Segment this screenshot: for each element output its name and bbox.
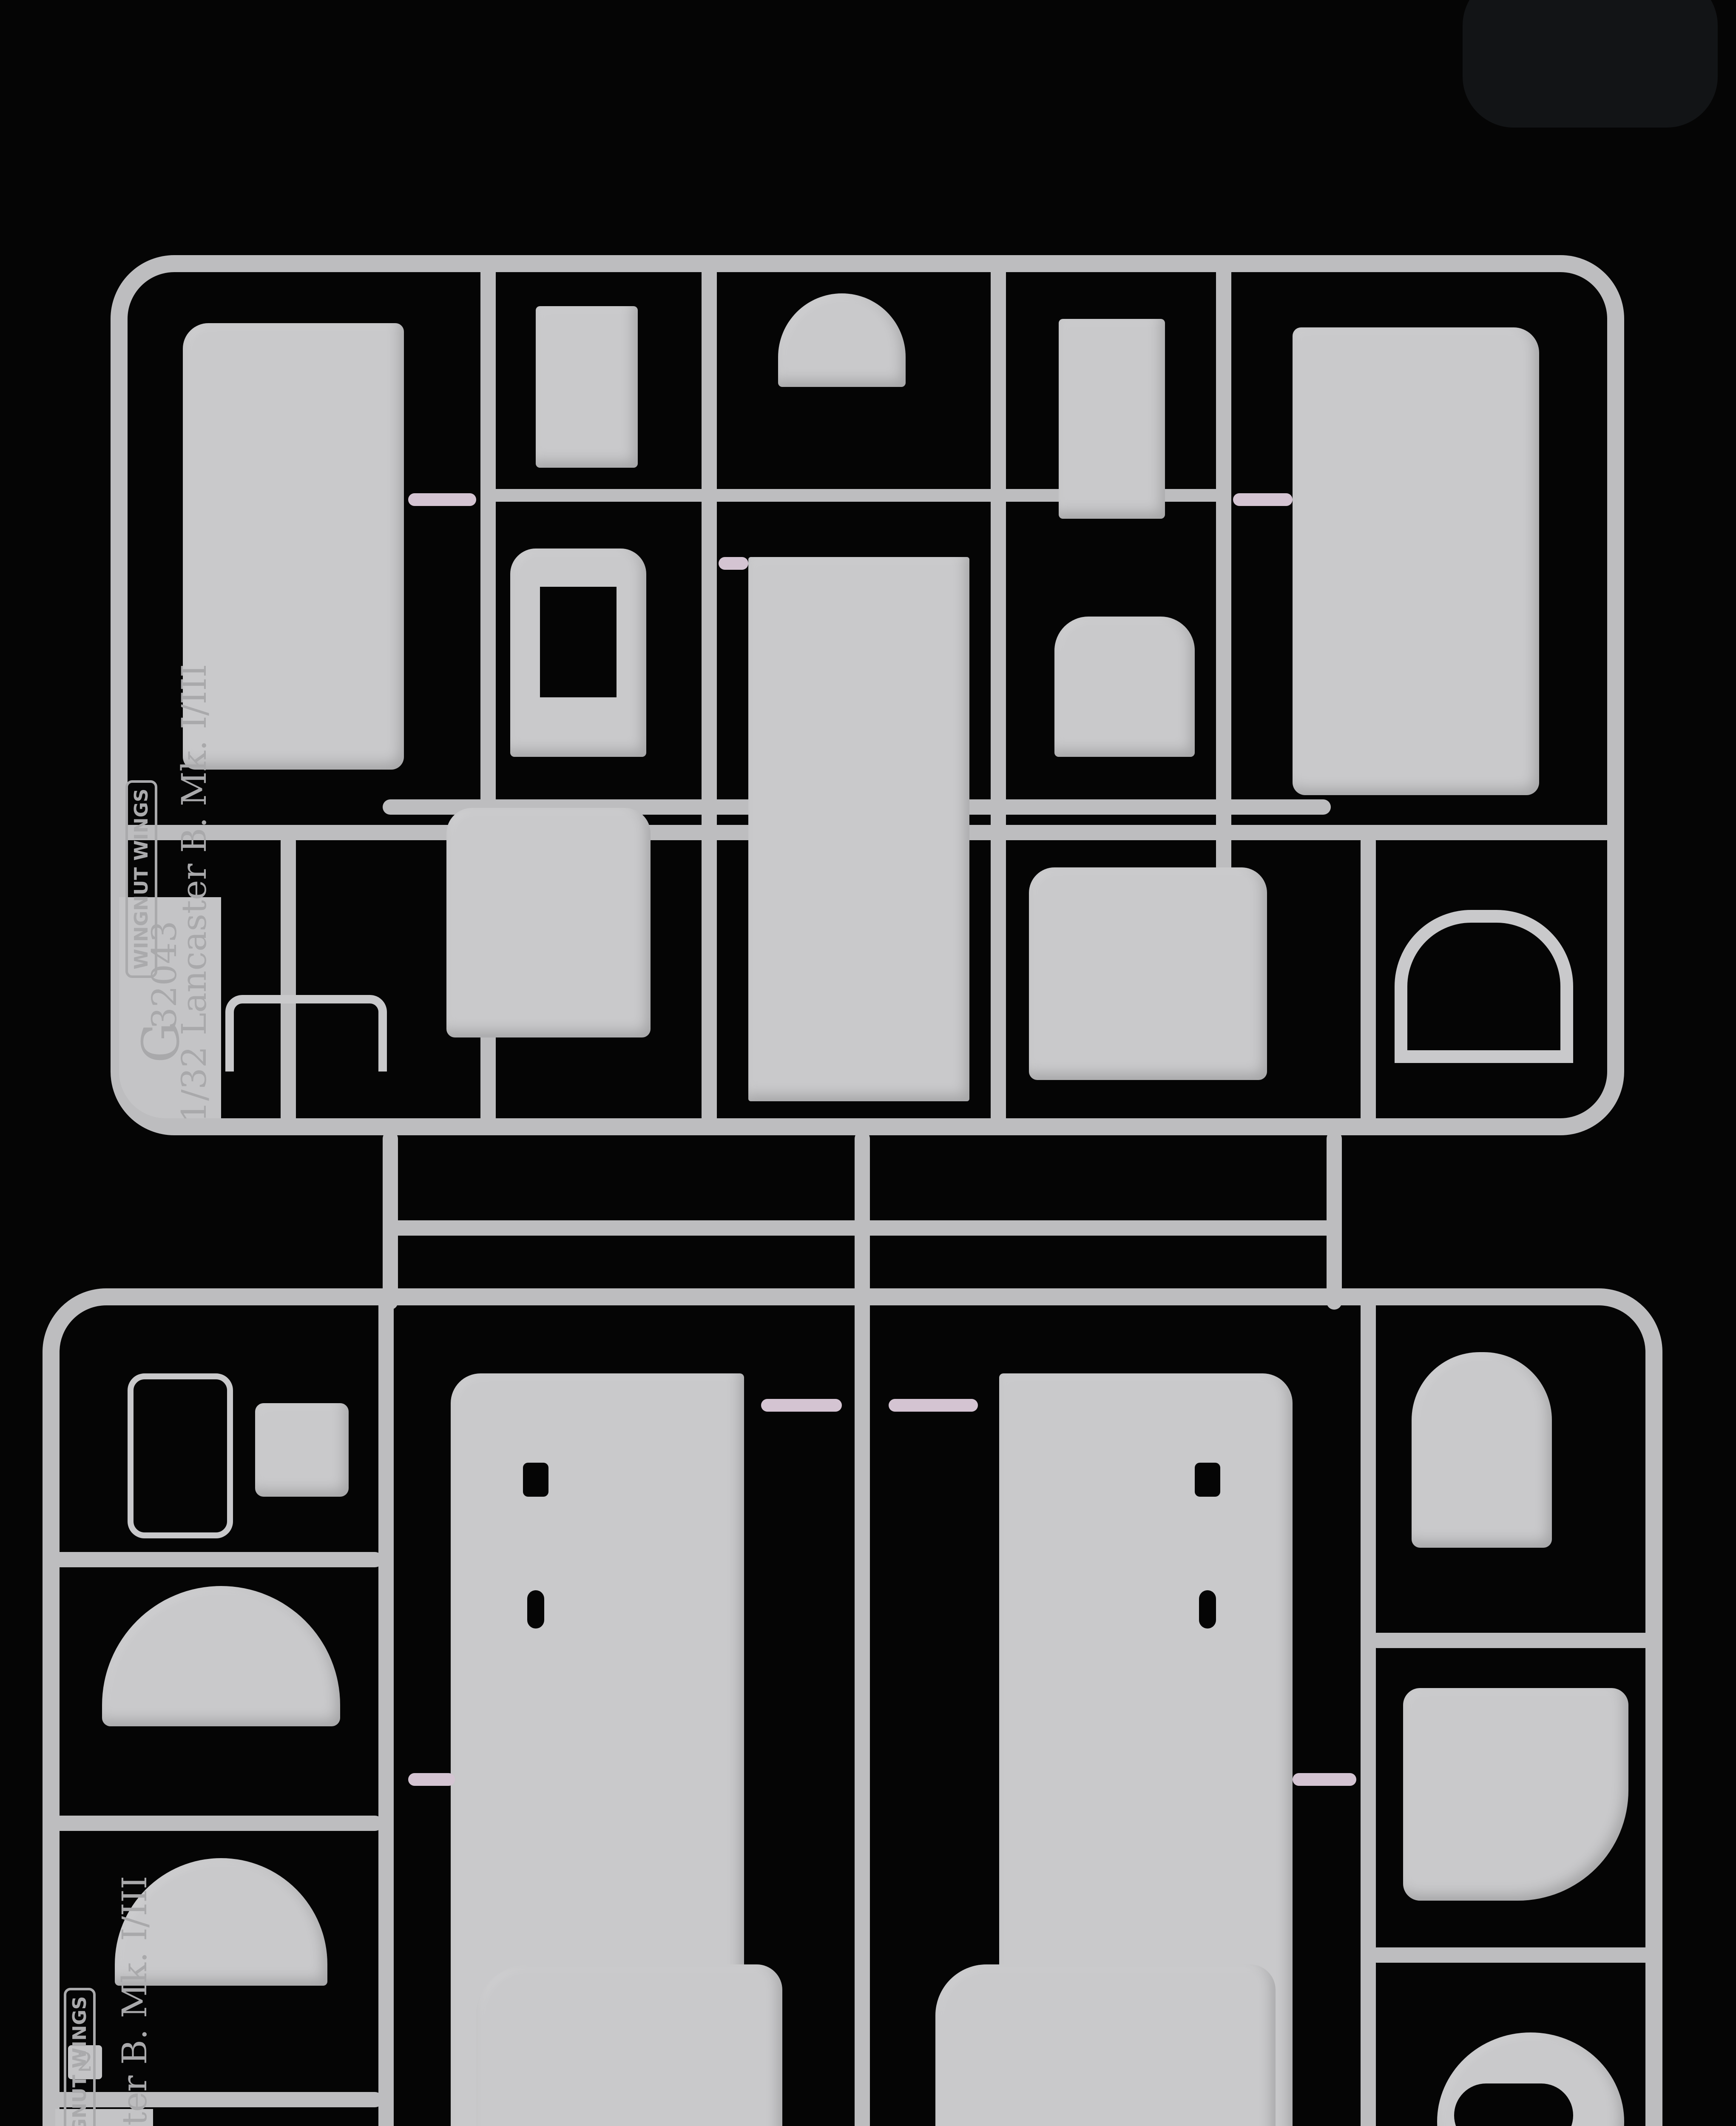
floor-panel <box>748 557 969 1101</box>
runner <box>991 264 1006 1131</box>
linkage-part <box>128 1373 233 1538</box>
background-stand <box>1463 0 1718 128</box>
bulkhead-panel-f <box>1412 1352 1552 1548</box>
detail-sidewall-a <box>446 808 651 1037</box>
gate <box>1293 1773 1356 1786</box>
window-opening <box>1199 1590 1216 1629</box>
runner <box>281 833 296 1131</box>
runner <box>1361 1297 1376 2126</box>
cockpit-panel <box>536 306 638 468</box>
sprue-label-panel <box>119 897 221 1118</box>
fuselage-half-left-lower <box>476 1964 782 2126</box>
window-opening <box>527 1590 544 1629</box>
runner <box>1369 1633 1654 1648</box>
window-opening <box>1195 1463 1220 1497</box>
curved-frame <box>1395 910 1573 1063</box>
fuselage-sidewall-right <box>1293 327 1539 795</box>
runner <box>51 1816 383 1831</box>
fuselage-sidewall-left <box>183 323 404 770</box>
radio-panel <box>1059 319 1165 519</box>
small-frame <box>225 995 387 1072</box>
runner <box>1369 1947 1654 1963</box>
gate <box>719 557 748 570</box>
sprue-label-panel <box>55 2109 153 2126</box>
kit-title: 1/32 Lancaster B. Mk. I/III <box>174 664 214 1123</box>
runner <box>855 1297 870 2126</box>
gate <box>408 1773 455 1786</box>
gate <box>408 493 476 506</box>
kit-title: 1/32 Lancaster B. Mk. I/III <box>115 1876 154 2126</box>
sprue-f-frame <box>43 1288 1662 2126</box>
ring-opening <box>1454 2083 1573 2126</box>
runner <box>702 264 717 1131</box>
window-opening <box>523 1463 548 1497</box>
connecting-runner <box>383 1220 1339 1236</box>
gate <box>1233 493 1293 506</box>
runner <box>51 2092 383 2107</box>
gate <box>889 1399 978 1412</box>
nose-fairing <box>1403 1688 1628 1901</box>
part-number-tag: 2 <box>68 2045 102 2079</box>
fuselage-half-right-lower <box>935 1964 1276 2126</box>
detail-sidewall-b <box>1029 867 1267 1080</box>
bracket-part <box>255 1403 349 1497</box>
curved-panel <box>1054 617 1195 757</box>
bulkhead-opening <box>540 587 617 697</box>
brand-logo: WINGNUT WINGS <box>64 1987 96 2126</box>
runner <box>1361 833 1376 1131</box>
gate <box>761 1399 842 1412</box>
runner <box>51 1552 383 1567</box>
runner <box>378 1297 394 2126</box>
